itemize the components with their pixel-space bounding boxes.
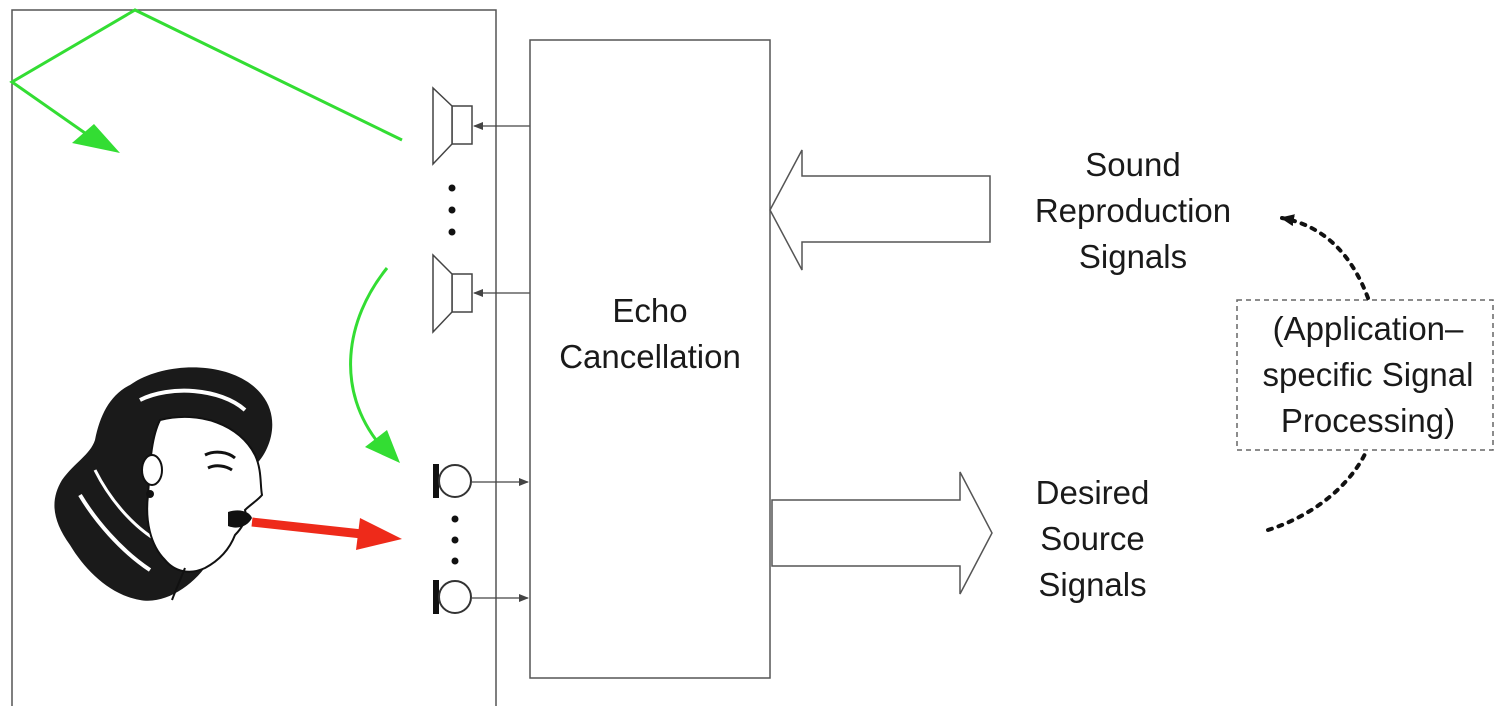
label-line: Source <box>1040 520 1145 557</box>
label-line: Echo <box>612 292 688 329</box>
label-line: (Application– <box>1272 310 1464 347</box>
loudspeaker-icon <box>432 86 473 166</box>
desired-source-signals-label: Desired Source Signals <box>1000 470 1185 608</box>
label-line: Desired <box>1035 474 1150 511</box>
processing-box <box>1236 299 1494 451</box>
loudspeaker-icon <box>432 253 473 334</box>
ellipsis-dots-icon <box>451 515 459 565</box>
input-signal-arrow <box>769 149 991 271</box>
echo-coupling-path <box>349 267 400 463</box>
label-line: Signals <box>1078 238 1188 275</box>
echo-cancellation-block <box>529 39 771 679</box>
room-boundary <box>11 9 497 706</box>
processing-to-reproduction-arrow <box>1280 214 1370 300</box>
speech-path-arrow <box>251 517 402 550</box>
microphone-icon <box>433 580 472 614</box>
label-line: Sound <box>1085 146 1181 183</box>
label-line: Reproduction <box>1034 192 1232 229</box>
sound-reproduction-signals-label: Sound Reproduction Signals <box>1003 142 1263 280</box>
source-to-processing-path <box>1266 450 1368 532</box>
label-line: Signals <box>1038 566 1147 603</box>
woman-talker-icon <box>54 367 273 601</box>
label-line: specific Signal <box>1262 356 1474 393</box>
label-line: Processing) <box>1280 402 1456 439</box>
processing-label: (Application– specific Signal Processing… <box>1237 306 1499 444</box>
echo-reflection-path <box>9 8 403 153</box>
label-line: Cancellation <box>559 338 741 375</box>
ellipsis-dots-icon <box>448 184 456 236</box>
echo-cancellation-label: Echo Cancellation <box>530 288 770 380</box>
output-signal-arrow <box>771 471 993 595</box>
microphone-icon <box>433 464 472 498</box>
